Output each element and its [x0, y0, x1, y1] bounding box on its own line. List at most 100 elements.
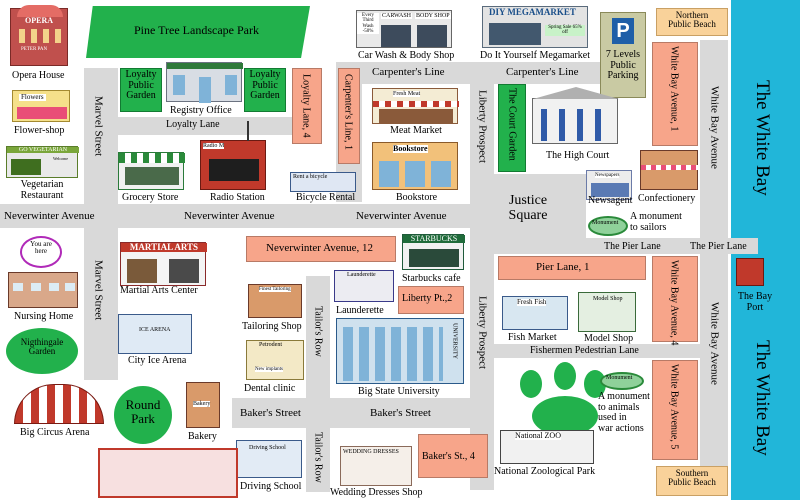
- wedding-dresses-sign: WEDDING DRESSES: [343, 449, 399, 455]
- northern-public-beach[interactable]: [656, 8, 728, 36]
- flower-shop-label: Flower-shop: [14, 125, 65, 136]
- you-are-here-label: You are here: [30, 240, 52, 256]
- starbucks-label: Starbucks cafe: [402, 273, 461, 284]
- bakery-label: Bakery: [188, 431, 217, 442]
- bay-port-building[interactable]: [736, 258, 764, 286]
- round-park-label: Round Park: [125, 397, 161, 426]
- monument-sailors-sign: Monument: [592, 220, 619, 226]
- bakers-street-road: [232, 398, 470, 428]
- go-vegetarian-sign: GO VEGETARIAN: [7, 147, 79, 154]
- meat-market-label: Meat Market: [390, 125, 442, 136]
- carpenters-line-1-block[interactable]: [338, 68, 360, 164]
- wedding-dresses-label: Wedding Dresses Shop: [330, 487, 423, 498]
- tailoring-shop-label: Tailoring Shop: [242, 321, 302, 332]
- launderette-building[interactable]: Launderette: [334, 270, 394, 302]
- nursing-home-building[interactable]: [8, 272, 78, 308]
- fish-market-building[interactable]: Fresh Fish: [502, 296, 568, 330]
- registry-office-building[interactable]: [166, 62, 243, 103]
- driving-school-label: Driving School: [240, 481, 302, 492]
- monument-animals-label: A monument to animals used in war action…: [598, 391, 650, 434]
- loyalty-lane-4-block[interactable]: [292, 68, 322, 144]
- pier-lane-label-1: The Pier Lane: [604, 241, 661, 252]
- white-bay-avenue-1-block[interactable]: [652, 42, 698, 146]
- monument-animals-icon[interactable]: [600, 372, 644, 390]
- tailoring-shop-building[interactable]: Finest Tailoring: [248, 284, 302, 318]
- big-circus-building[interactable]: [14, 384, 104, 424]
- city-ice-arena-building[interactable]: ICE ARENA: [118, 314, 192, 354]
- paw-print-icon: [532, 396, 598, 436]
- neverwinter-avenue-12-block[interactable]: [246, 236, 396, 262]
- loyalty-lane-4-label: Loyalty Lane, 4: [300, 74, 312, 138]
- martial-arts-building[interactable]: MARTIAL ARTS: [120, 242, 207, 286]
- fishermen-lane-road: [494, 344, 700, 358]
- grocery-store-building[interactable]: [118, 152, 185, 190]
- white-bay-avenue-upper-label: White Bay Avenue: [708, 86, 721, 169]
- loyalty-public-garden-right[interactable]: [244, 68, 286, 112]
- national-zoo-gate[interactable]: National ZOO: [500, 430, 594, 464]
- loyalty-public-garden-left[interactable]: [120, 68, 162, 112]
- radio-station-label: Radio Station: [210, 192, 265, 203]
- flower-shop-building[interactable]: Flowers: [12, 90, 70, 122]
- bicycle-rental-label: Bicycle Rental: [296, 192, 356, 203]
- bookstore-sign: Bookstore: [393, 144, 428, 154]
- white-bay-avenue-lower-label: White Bay Avenue: [708, 302, 721, 385]
- court-garden-label: The Court Garden: [506, 88, 518, 161]
- high-court-building[interactable]: [532, 87, 619, 144]
- white-bay-label-top: The White Bay: [751, 80, 773, 196]
- white-bay-avenue-5-block[interactable]: [652, 360, 698, 460]
- bicycle-rental-building[interactable]: Rent a bicycle: [290, 172, 356, 192]
- white-bay-avenue-4-block[interactable]: [652, 256, 698, 342]
- pine-tree-park-label: Pine Tree Landscape Park: [134, 23, 259, 37]
- radio-station-building[interactable]: Radio M: [200, 121, 266, 190]
- wedding-dresses-building[interactable]: WEDDING DRESSES: [340, 446, 412, 486]
- fish-market-label: Fish Market: [508, 332, 557, 343]
- pine-tree-landscape-park[interactable]: [86, 6, 310, 58]
- martial-arts-sign: MARTIAL ARTS: [121, 242, 207, 253]
- city-ice-arena-label: City Ice Arena: [128, 355, 187, 366]
- southern-public-beach[interactable]: [656, 466, 728, 496]
- ice-arena-sign: ICE ARENA: [139, 327, 171, 333]
- car-wash-label: Car Wash & Body Shop: [358, 50, 455, 61]
- carwash-sign: CARWASH: [381, 13, 413, 20]
- bakers-street-label-1: Baker's Street: [240, 407, 301, 419]
- meat-market-building[interactable]: Fresh Meat: [372, 88, 459, 124]
- diy-megamarket-building[interactable]: DIY MEGAMARKET Spring Sale 65% off: [482, 6, 588, 48]
- university-building[interactable]: UNIVERSITY: [336, 318, 464, 384]
- driving-school-building[interactable]: Driving School: [236, 440, 302, 478]
- newsagent-label: Newsagent: [588, 195, 633, 206]
- pier-lane-1-block[interactable]: [498, 256, 646, 280]
- carpenters-line-right-label: Carpenter's Line: [506, 66, 579, 78]
- dental-clinic-building[interactable]: Petrodent New implants: [246, 340, 304, 380]
- liberty-pt-2-block[interactable]: [398, 286, 464, 314]
- bakers-st-4-block[interactable]: [418, 434, 488, 478]
- opera-house-label: Opera House: [12, 70, 65, 81]
- round-park[interactable]: [114, 386, 172, 444]
- newsagent-building[interactable]: Newspapers: [586, 170, 632, 200]
- you-are-here-marker[interactable]: [20, 236, 62, 268]
- court-garden[interactable]: [498, 84, 526, 172]
- confectionery-building[interactable]: [640, 150, 699, 190]
- national-zoo-sign: National ZOO: [515, 431, 561, 441]
- rent-bicycle-sign: Rent a bicycle: [293, 174, 328, 180]
- bakery-building[interactable]: Bakery: [186, 382, 220, 428]
- carwash-offer-sign: Every Third Wash -50%: [357, 13, 379, 34]
- model-shop-sign: Model Shop: [593, 296, 623, 302]
- driving-school-sign: Driving School: [249, 445, 286, 451]
- launderette-label: Launderette: [336, 305, 384, 316]
- justice-square-label: Justice Square: [508, 193, 548, 223]
- diy-megamarket-sign: DIY MEGAMARKET: [489, 7, 576, 17]
- monument-sailors-label: A monument to sailors: [630, 211, 682, 233]
- liberty-prospect-upper-label: Liberty Prospect: [476, 90, 489, 164]
- opera-house-building[interactable]: OPERA PETER PAN: [10, 5, 68, 66]
- starbucks-building[interactable]: STARBUCKS: [402, 234, 465, 270]
- monument-sailors-icon[interactable]: [588, 216, 628, 236]
- model-shop-building[interactable]: Model Shop: [578, 292, 636, 332]
- nightingale-garden[interactable]: [6, 328, 78, 374]
- liberty-prospect-lower-label: Liberty Prospect: [476, 296, 489, 370]
- big-circus-label: Big Circus Arena: [20, 427, 90, 438]
- vegetarian-restaurant-building[interactable]: GO VEGETARIAN Welcome: [6, 146, 79, 178]
- vegetarian-restaurant-label: Vegetarian Restaurant: [20, 179, 64, 201]
- tailors-row-road: [306, 276, 330, 492]
- car-wash-building[interactable]: Every Third Wash -50% CARWASH BODY SHOP: [356, 10, 452, 48]
- bookstore-building[interactable]: Bookstore: [372, 142, 458, 190]
